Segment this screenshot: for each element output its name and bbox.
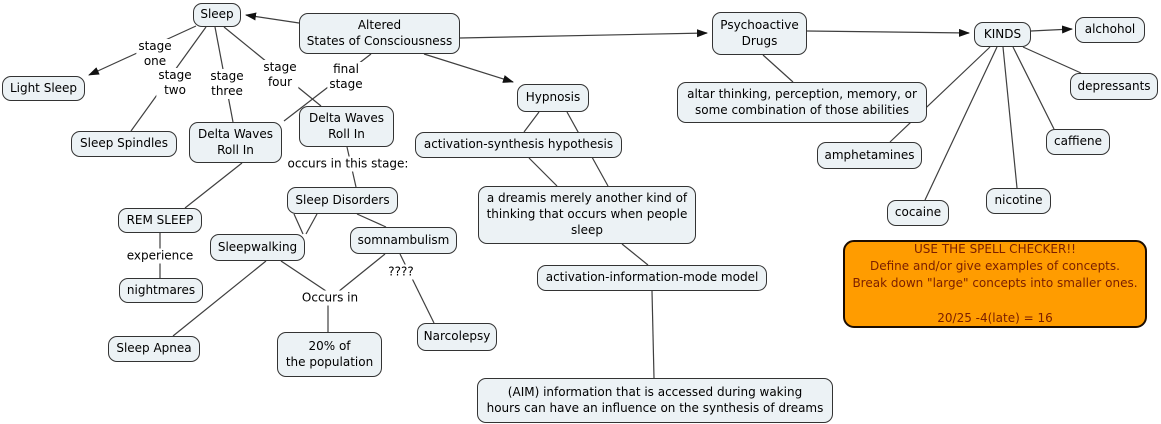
node-nightmares[interactable]: nightmares bbox=[119, 278, 203, 303]
node-altar-thinking[interactable]: altar thinking, perception, memory, or s… bbox=[677, 82, 927, 123]
node-sleep[interactable]: Sleep bbox=[193, 3, 241, 27]
node-population[interactable]: 20% of the population bbox=[277, 332, 382, 377]
node-depressants[interactable]: depressants bbox=[1070, 73, 1158, 100]
link-label-occurs-in-stage[interactable]: occurs in this stage: bbox=[285, 156, 411, 172]
node-altered-states[interactable]: Altered States of Consciousness bbox=[299, 13, 460, 54]
node-alchohol[interactable]: alchohol bbox=[1075, 17, 1145, 43]
node-nicotine[interactable]: nicotine bbox=[986, 188, 1051, 214]
edge-psychoactive-to-altar bbox=[762, 54, 794, 83]
edge-psychoactive-to-kinds bbox=[806, 28, 970, 37]
edge-kinds-to-depressants bbox=[1022, 46, 1082, 74]
node-hypnosis[interactable]: Hypnosis bbox=[517, 84, 589, 112]
node-sleepwalking[interactable]: Sleepwalking bbox=[210, 234, 305, 261]
edge-aim-model-to-aim-def bbox=[651, 290, 655, 379]
link-label-stage-two[interactable]: stage two bbox=[156, 68, 194, 98]
node-aim-model[interactable]: activation-information-mode model bbox=[537, 265, 767, 291]
node-sleep-disorders[interactable]: Sleep Disorders bbox=[287, 187, 398, 214]
node-sleep-spindles[interactable]: Sleep Spindles bbox=[71, 131, 177, 157]
edge-delta-waves-1-to-rem bbox=[184, 162, 243, 209]
edge-dreamis-to-aim-model bbox=[621, 243, 649, 266]
node-rem-sleep[interactable]: REM SLEEP bbox=[118, 208, 202, 233]
node-caffiene[interactable]: caffiene bbox=[1046, 129, 1110, 155]
edge-hypnosis-to-hypothesis bbox=[523, 111, 540, 133]
edge-disorders-to-somnambulism bbox=[356, 213, 387, 228]
link-label-final-stage[interactable]: final stage bbox=[327, 62, 365, 92]
node-somnambulism[interactable]: somnambulism bbox=[350, 227, 457, 254]
node-delta-waves-2[interactable]: Delta Waves Roll In bbox=[299, 106, 394, 147]
node-delta-waves-1[interactable]: Delta Waves Roll In bbox=[189, 122, 282, 163]
node-amphetamines[interactable]: amphetamines bbox=[817, 142, 922, 169]
link-label-question-marks[interactable]: ???? bbox=[386, 264, 416, 280]
node-light-sleep[interactable]: Light Sleep bbox=[2, 76, 85, 101]
node-psychoactive[interactable]: Psychoactive Drugs bbox=[712, 12, 807, 55]
edge-altered-to-psychoactive bbox=[459, 29, 708, 39]
node-sleep-apnea[interactable]: Sleep Apnea bbox=[108, 336, 200, 362]
edge-somnambulism-to-occurs-in bbox=[332, 253, 386, 297]
node-aim-def[interactable]: (AIM) information that is accessed durin… bbox=[477, 378, 833, 423]
link-label-stage-four[interactable]: stage four bbox=[261, 60, 299, 90]
edge-hypothesis-to-dreamis bbox=[528, 157, 558, 187]
edge-altered-to-hypnosis bbox=[423, 53, 514, 83]
node-dreamis[interactable]: a dreamis merely another kind of thinkin… bbox=[478, 186, 696, 244]
node-narcolepsy[interactable]: Narcolepsy bbox=[417, 323, 497, 351]
link-label-occurs-in[interactable]: Occurs in bbox=[299, 290, 361, 306]
edge-sleepwalking-to-apnea bbox=[172, 260, 267, 337]
edge-kinds-to-nicotine bbox=[1002, 46, 1018, 189]
link-label-stage-three[interactable]: stage three bbox=[208, 69, 246, 99]
edge-kinds-to-cocaine bbox=[924, 46, 998, 201]
node-hypothesis[interactable]: activation-synthesis hypothesis bbox=[415, 132, 622, 158]
edge-sleepwalking-to-occurs-in bbox=[280, 260, 327, 292]
edge-kinds-to-alchohol bbox=[1030, 25, 1073, 34]
edge-disorders-to-sleepwalking-b bbox=[305, 213, 318, 235]
edge-disorders-to-sleepwalking-a bbox=[293, 213, 304, 235]
link-label-experience[interactable]: experience bbox=[124, 248, 196, 264]
node-cocaine[interactable]: cocaine bbox=[887, 200, 949, 226]
spell-checker-note[interactable]: USE THE SPELL CHECKER!! Define and/or gi… bbox=[843, 240, 1147, 328]
edge-kinds-to-amphetamines bbox=[889, 46, 991, 143]
edge-kinds-to-caffiene bbox=[1012, 46, 1055, 130]
edge-altered-to-sleep bbox=[245, 12, 300, 24]
node-kinds[interactable]: KINDS bbox=[974, 22, 1031, 47]
link-label-stage-one[interactable]: stage one bbox=[136, 39, 174, 69]
